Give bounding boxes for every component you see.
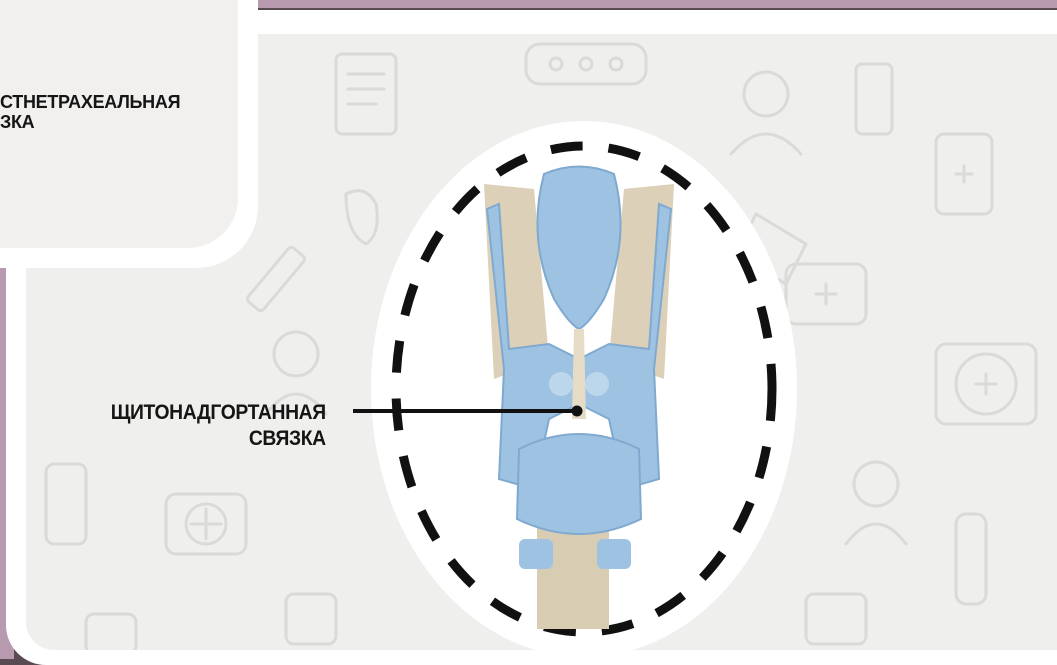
previous-label-callout: СТНЕТРАХЕАЛЬНАЯ ЗКА [0, 0, 258, 268]
ligament-label-line1: ЩИТОНАДГОРТАННАЯ [111, 400, 326, 426]
label-pointer-line [353, 405, 583, 417]
ligament-label-line2: СВЯЗКА [111, 426, 326, 452]
cricoid-cartilage [517, 434, 641, 534]
callout-line1: СТНЕТРАХЕАЛЬНАЯ [0, 92, 180, 112]
callout-card [0, 0, 238, 248]
trachea [537, 519, 609, 629]
larynx-illustration [369, 119, 799, 650]
top-accent-bar [230, 0, 1057, 8]
ligament-label: ЩИТОНАДГОРТАННАЯ СВЯЗКА [111, 400, 326, 452]
callout-line2: ЗКА [0, 112, 34, 132]
